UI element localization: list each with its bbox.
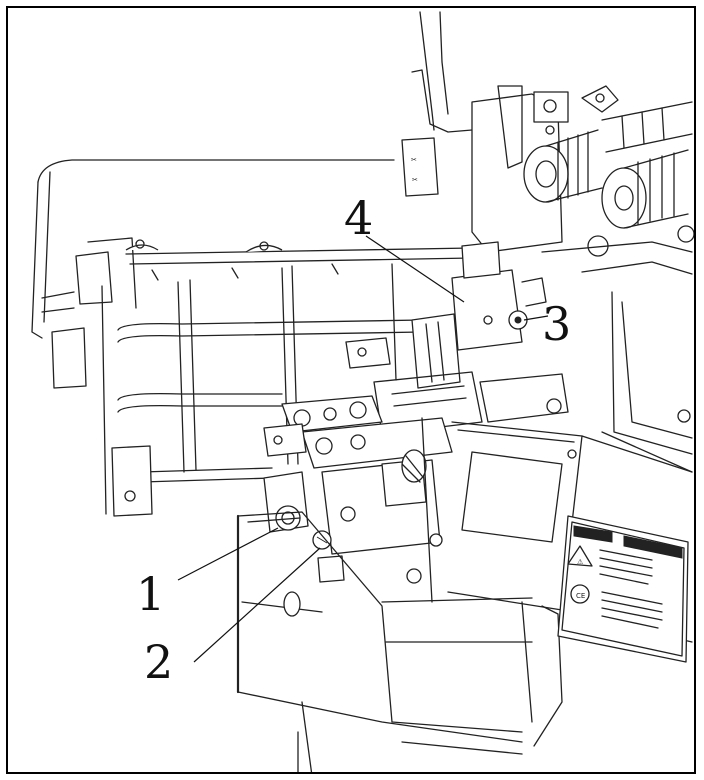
machine-arm [541,241,693,473]
leader-line-4 [365,235,465,303]
tension-dial-back [601,101,693,153]
tension-assembly [471,85,694,257]
tension-dial-right [601,149,689,229]
callout-number-4: 4 [344,191,373,245]
callout-number-2: 2 [144,635,173,689]
callout-number-3: 3 [542,297,571,351]
sewing-machine-illustration: ✂ ✂ [31,11,694,772]
leader-line-1 [177,527,279,581]
warning-triangle-icon: ⚠ [577,558,584,566]
svg-text:✂: ✂ [412,176,418,184]
callout-leaders [177,235,549,663]
front-base [236,511,533,772]
thread-guide-pole: ✂ ✂ [401,11,473,197]
leader-line-2 [193,547,321,663]
svg-text:✂: ✂ [411,156,417,164]
leader-line-3 [523,315,549,321]
callout-number-1: 1 [136,567,165,621]
diagram-frame: ✂ ✂ [6,6,696,774]
tension-dial-left [523,129,603,203]
needle-plate-mechanism [263,395,453,603]
cover-frame [101,239,473,517]
looper-cover [31,159,395,389]
warning-label: ⚠ CE [557,515,689,663]
ce-mark: CE [576,592,585,600]
presser-foot-assembly [345,241,569,435]
